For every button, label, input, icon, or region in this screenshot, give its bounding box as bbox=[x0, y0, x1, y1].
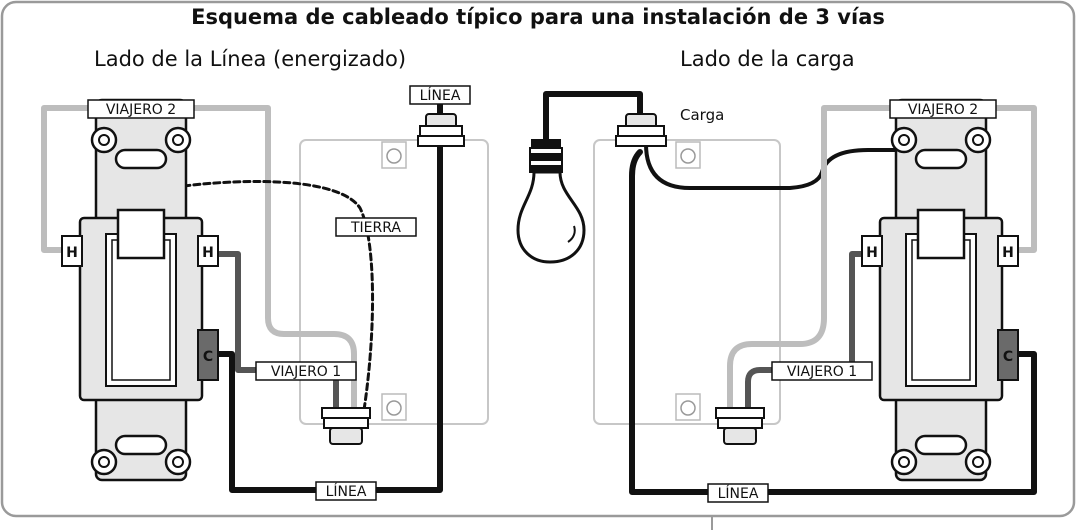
right-terminal-h-right: H bbox=[997, 235, 1019, 267]
svg-text:VIAJERO 1: VIAJERO 1 bbox=[787, 364, 857, 380]
carga-wire bbox=[644, 142, 898, 190]
carga-label: Carga bbox=[680, 106, 724, 124]
left-tierra-label: TIERRA bbox=[335, 217, 417, 237]
lamp-cord bbox=[543, 91, 643, 143]
diagram-title: Esquema de cableado típico para una inst… bbox=[191, 5, 885, 29]
left-terminal-h-left: H bbox=[61, 235, 83, 267]
terminal-h-label: H bbox=[1002, 245, 1014, 261]
viajero2-wire-right bbox=[727, 105, 1037, 413]
left-three-way-switch-icon bbox=[78, 98, 204, 482]
line-wire-right bbox=[629, 149, 1037, 495]
light-bulb-icon bbox=[516, 139, 586, 264]
left-viajero2-label: VIAJERO 2 bbox=[87, 99, 195, 119]
left-terminal-h-right: H bbox=[197, 235, 219, 267]
svg-text:TIERRA: TIERRA bbox=[350, 220, 401, 236]
line-side-heading: Lado de la Línea (energizado) bbox=[94, 47, 406, 71]
left-viajero1-label: VIAJERO 1 bbox=[255, 361, 357, 381]
right-terminal-h-left: H bbox=[861, 235, 883, 267]
right-viajero1-label: VIAJERO 1 bbox=[771, 361, 873, 381]
right-three-way-switch-icon bbox=[878, 98, 1004, 482]
left-junction-box bbox=[299, 139, 489, 425]
terminal-c-label: C bbox=[1003, 349, 1013, 365]
load-side-heading: Lado de la carga bbox=[680, 47, 855, 71]
right-terminal-common: C bbox=[997, 329, 1019, 381]
svg-text:LÍNEA: LÍNEA bbox=[718, 485, 759, 502]
right-linea-label: LÍNEA bbox=[707, 483, 769, 503]
terminal-h-label: H bbox=[202, 245, 214, 261]
svg-text:VIAJERO 2: VIAJERO 2 bbox=[106, 102, 176, 118]
ground-wire-left bbox=[182, 179, 375, 412]
left-top-connector bbox=[417, 113, 465, 147]
svg-text:VIAJERO 2: VIAJERO 2 bbox=[908, 102, 978, 118]
diagram-frame bbox=[0, 0, 1076, 518]
left-linea-top-label: LÍNEA bbox=[409, 85, 471, 105]
right-top-connector bbox=[615, 113, 667, 147]
terminal-c-label: C bbox=[203, 349, 213, 365]
svg-text:VIAJERO 1: VIAJERO 1 bbox=[271, 364, 341, 380]
right-junction-box bbox=[593, 139, 781, 425]
right-viajero2-label: VIAJERO 2 bbox=[889, 99, 997, 119]
terminal-h-label: H bbox=[866, 245, 878, 261]
left-linea-bottom-label: LÍNEA bbox=[315, 481, 377, 501]
right-bottom-connector bbox=[715, 407, 765, 445]
svg-text:LÍNEA: LÍNEA bbox=[326, 483, 367, 500]
terminal-h-label: H bbox=[66, 245, 78, 261]
left-terminal-common: C bbox=[197, 329, 219, 381]
viajero2-wire-left bbox=[41, 105, 357, 413]
left-bottom-connector bbox=[321, 407, 371, 445]
svg-text:LÍNEA: LÍNEA bbox=[420, 87, 461, 104]
line-wire-left bbox=[211, 129, 443, 493]
